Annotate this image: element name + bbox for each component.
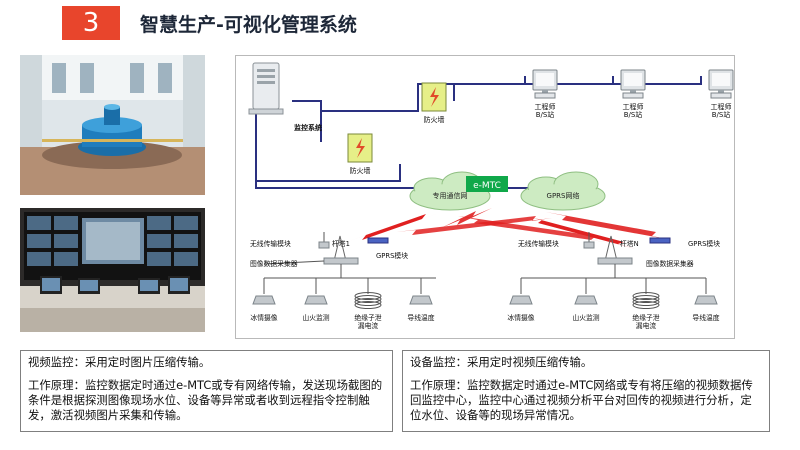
firewall-icon xyxy=(421,82,447,112)
gprs-module-icon xyxy=(649,237,671,244)
temperature-sensor-icon xyxy=(694,295,718,305)
right-tower-label: 杆塔N xyxy=(620,239,639,248)
left-device-label: 绝缘子泄漏电流 xyxy=(354,313,381,330)
computer-icon xyxy=(620,69,646,99)
monitor-system-label: 监控系统 xyxy=(294,123,322,132)
fire-sensor-icon xyxy=(574,295,598,305)
video-monitoring-heading: 视频监控：采用定时图片压缩传输。 xyxy=(28,355,211,369)
fire-sensor-icon xyxy=(304,295,328,305)
left-device-label: 冰情摄像 xyxy=(250,313,277,322)
equipment-monitoring-heading: 设备监控：采用定时视频压缩传输。 xyxy=(410,355,593,369)
computer-icon xyxy=(532,69,558,99)
emtc-badge-label: e-MTC xyxy=(473,181,501,191)
firewall-label-1: 防火墙 xyxy=(424,115,445,124)
insulator-icon xyxy=(632,292,660,309)
camera-icon xyxy=(509,295,533,305)
svg-text:GPRS网络: GPRS网络 xyxy=(547,191,580,200)
computer-icon xyxy=(708,69,734,99)
gprs-module-icon xyxy=(367,237,389,244)
right-device-label: 绝缘子泄漏电流 xyxy=(632,313,659,330)
temperature-sensor-icon xyxy=(409,295,433,305)
gprs-network-cloud: GPRS网络 xyxy=(520,171,606,211)
page-title: 智慧生产-可视化管理系统 xyxy=(140,14,357,36)
control-room-photo xyxy=(20,208,205,332)
right-wireless-module-label: 无线传输模块 xyxy=(518,239,559,248)
svg-text:专用通信网: 专用通信网 xyxy=(433,191,468,200)
section-number-badge: 3 xyxy=(62,6,120,40)
firewall-icon xyxy=(347,133,373,163)
plant-hall-photo xyxy=(20,55,205,195)
left-gprs-module-label: GPRS模块 xyxy=(376,251,408,260)
video-monitoring-box: 视频监控：采用定时图片压缩传输。 工作原理：监控数据定时通过e-MTC或专有网络… xyxy=(20,350,393,432)
emtc-badge xyxy=(466,176,508,192)
wireless-link-icon xyxy=(346,208,672,249)
equipment-monitoring-body: 工作原理：监控数据定时通过e-MTC网络或专有将压缩的视频数据传回监控中心，监控… xyxy=(410,378,753,422)
right-collector-label: 图像数据采集器 xyxy=(646,259,694,268)
left-tower-label: 杆塔1 xyxy=(332,239,350,248)
firewall-label-2: 防火墙 xyxy=(350,166,371,175)
left-device-label: 导线温度 xyxy=(407,313,434,322)
insulator-icon xyxy=(354,292,382,309)
right-device-label: 导线温度 xyxy=(692,313,719,322)
right-gprs-module-label: GPRS模块 xyxy=(688,239,720,248)
left-wireless-module-label: 无线传输模块 xyxy=(250,239,291,248)
left-device-label: 山火监测 xyxy=(302,313,329,322)
equipment-monitoring-box: 设备监控：采用定时视频压缩传输。 工作原理：监控数据定时通过e-MTC网络或专有… xyxy=(402,350,770,432)
camera-icon xyxy=(252,295,276,305)
video-monitoring-body: 工作原理：监控数据定时通过e-MTC或专有网络传输，发送现场截图的条件是根据探测… xyxy=(28,378,383,422)
left-collector-label: 图像数据采集器 xyxy=(250,259,298,268)
right-device-label: 山火监测 xyxy=(572,313,599,322)
right-device-label: 冰情摄像 xyxy=(507,313,534,322)
